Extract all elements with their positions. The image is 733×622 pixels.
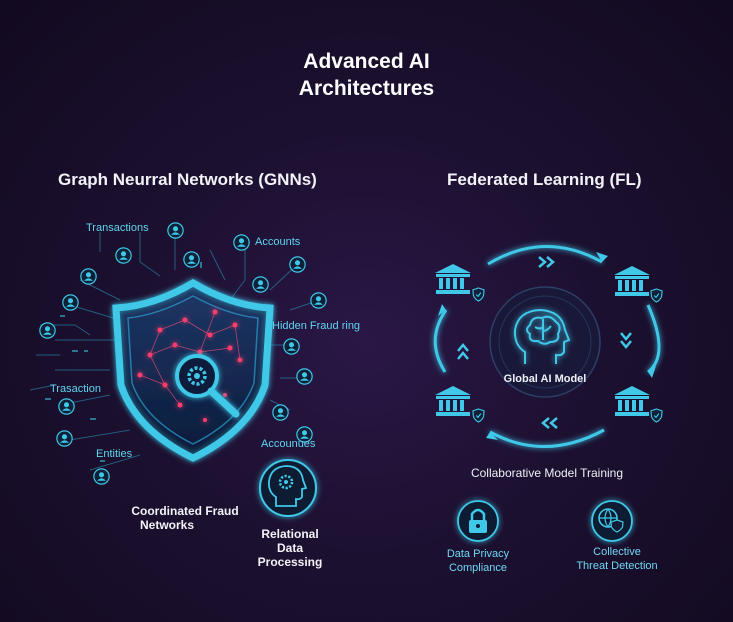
label-hidden-fraud-ring: Hidden Fraud ring (272, 320, 361, 332)
label-transactions: Transactions (86, 222, 149, 234)
brain-head-icon (513, 308, 571, 364)
fl-section-title: Federated Learning (FL) (447, 170, 642, 189)
bank-icon-top-right (614, 266, 663, 303)
threat-label: Collective Threat Detection (557, 545, 677, 573)
title-line-1: Advanced AI (303, 50, 430, 73)
chevrons (457, 256, 632, 429)
magnifier-gear-icon (175, 354, 240, 418)
coordinated-fraud-label: Coordinated Fraud Networks (120, 504, 250, 532)
title-line-2: Architectures (298, 77, 435, 100)
gnn-section-title: Graph Neurral Networks (GNNs) (58, 170, 317, 189)
label-trasaction: Trasaction (50, 383, 101, 395)
privacy-line-1: Data Privacy (446, 548, 510, 560)
relational-line-3: Processing (257, 555, 323, 569)
collaborative-training-label: Collaborative Model Training (470, 466, 624, 480)
threat-line-2: Threat Detection (576, 560, 658, 572)
lock-icon (457, 500, 499, 542)
bank-icon-bottom-left (435, 386, 485, 423)
bank-icon-bottom-right (614, 386, 663, 423)
coordinated-fraud-line-2: Networks (140, 518, 195, 532)
head-gear-icon (259, 459, 317, 517)
cycle-arrows (433, 245, 661, 448)
global-ai-model (489, 286, 601, 398)
privacy-label: Data Privacy Compliance (428, 547, 528, 575)
relational-label: Relational Data Processing (250, 527, 330, 569)
threat-line-1: Collective (593, 546, 641, 558)
label-accounts-bottom: Accounues (261, 438, 316, 450)
label-accounts-top: Accounts (255, 236, 301, 248)
page-title: Advanced AI Architectures (0, 48, 733, 102)
global-model-label: Global AI Model (503, 373, 587, 385)
coordinated-fraud-line-1: Coordinated Fraud (131, 504, 239, 518)
bank-icon-top-left (435, 264, 485, 302)
globe-shield-icon (591, 500, 633, 542)
privacy-line-2: Compliance (448, 562, 508, 574)
relational-line-2: Data (276, 541, 303, 555)
label-entities: Entities (96, 448, 133, 460)
relational-line-1: Relational (261, 527, 319, 541)
